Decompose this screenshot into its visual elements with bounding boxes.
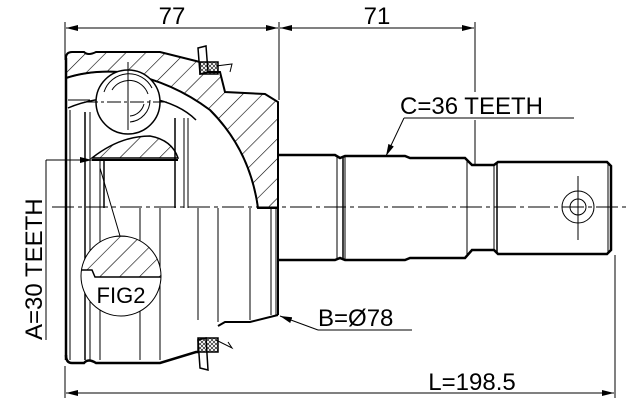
seal-upper [197,45,233,75]
dim-77-label: 77 [159,3,186,30]
callout-b-diameter: B=Ø78 [279,305,412,332]
fig2-detail: FIG2 [80,167,162,317]
housing-upper [65,51,279,209]
housing-lower-outline [64,314,279,365]
callout-a-teeth: A=30 TEETH [21,157,92,340]
a-teeth-label: A=30 TEETH [21,198,48,340]
ball-bearing [84,62,170,135]
callout-c-teeth: C=36 TEETH [385,93,574,157]
dim-71: 71 [280,3,476,165]
dim-total-length: L=198.5 [64,255,616,398]
total-length-label: L=198.5 [428,369,515,396]
b-diameter-label: B=Ø78 [318,305,393,332]
fig2-label: FIG2 [97,283,146,308]
c-teeth-label: C=36 TEETH [400,93,543,120]
dim-77: 77 [64,3,280,100]
inner-race [89,135,180,161]
seal-lower [197,337,234,371]
dim-71-label: 71 [364,3,391,30]
